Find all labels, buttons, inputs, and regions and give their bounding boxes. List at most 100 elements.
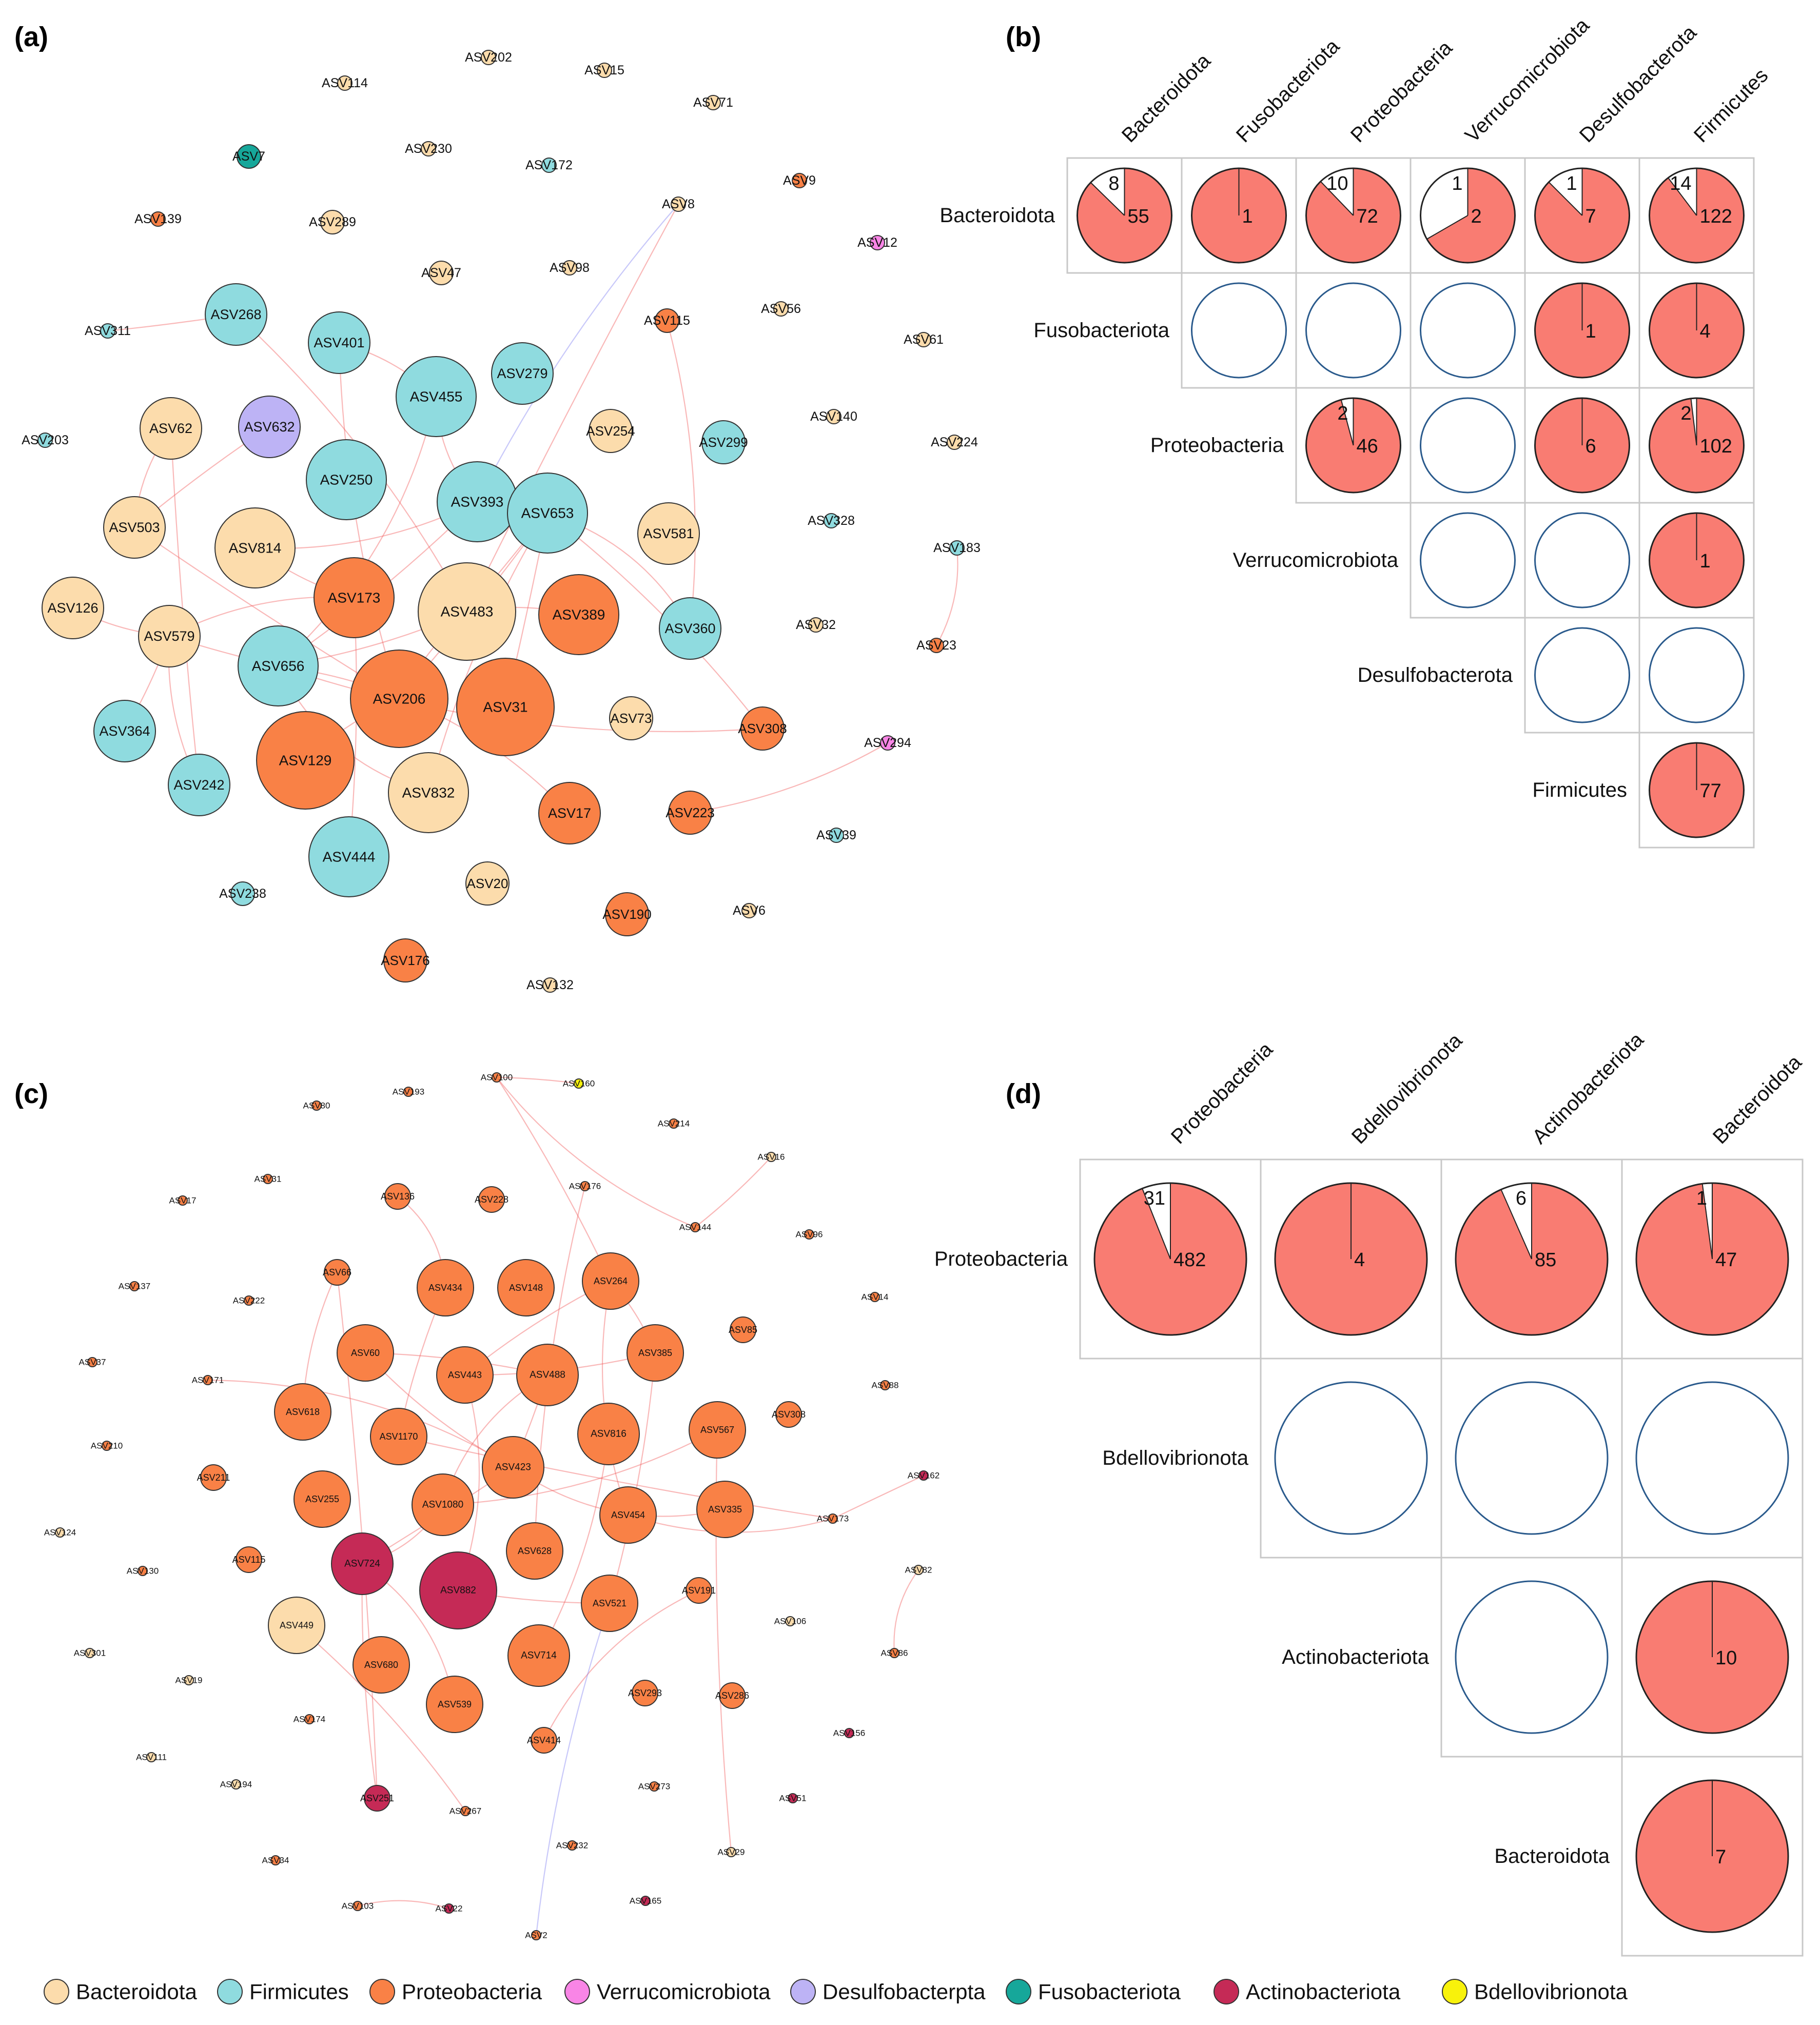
empty-circle — [1635, 1381, 1789, 1535]
node-asv254: ASV254 — [586, 409, 635, 453]
node-label: ASV1080 — [422, 1500, 463, 1510]
node-label: ASV136 — [381, 1191, 415, 1202]
positive-count: 72 — [1357, 206, 1378, 227]
node-label: ASV191 — [682, 1585, 716, 1596]
empty-circle — [1649, 627, 1745, 723]
node-circle — [497, 1259, 555, 1316]
node-asv273: ASV273 — [638, 1781, 670, 1792]
node-asv15: ASV15 — [584, 63, 624, 78]
positive-count: 6 — [1586, 436, 1596, 457]
legend-label: Proteobacteria — [402, 1980, 542, 2004]
row-label: Firmicutes — [1533, 779, 1627, 801]
node-circle — [184, 1675, 194, 1685]
node-circle — [577, 1403, 640, 1465]
node-circle — [785, 1616, 795, 1626]
matrix-cell — [1410, 387, 1526, 504]
node-circle — [230, 881, 255, 906]
node-asv238: ASV238 — [219, 881, 266, 906]
node-circle — [637, 502, 700, 565]
legend-item-verrucomicrobiota: Verrucomicrobiota — [564, 1979, 771, 2004]
node-label: ASV173 — [328, 590, 381, 606]
column-label: Verrucomicrobiota — [1461, 14, 1594, 147]
node-label: ASV37 — [79, 1358, 106, 1367]
node-circle — [238, 625, 319, 706]
node-asv19: ASV19 — [175, 1675, 202, 1685]
pie-outline — [1635, 1580, 1789, 1734]
node-circle — [417, 1259, 474, 1316]
node-label: ASV190 — [602, 907, 651, 922]
node-asv232: ASV232 — [556, 1840, 588, 1851]
node-asv423: ASV423 — [482, 1436, 544, 1499]
negative-edge — [477, 204, 679, 502]
node-circle — [103, 496, 166, 559]
pie-positive — [1649, 168, 1744, 263]
slice-divider — [1320, 181, 1354, 216]
node-asv206: ASV206 — [350, 650, 448, 748]
legend-swatch — [1214, 1979, 1239, 2004]
node-label: ASV15 — [584, 63, 624, 77]
positive-count: 55 — [1128, 206, 1149, 227]
node-label: ASV31 — [255, 1174, 282, 1184]
pie-outline — [1455, 1182, 1609, 1336]
legend-swatch — [44, 1979, 69, 2004]
node-asv160: ASV160 — [563, 1078, 595, 1089]
node-circle — [542, 977, 558, 993]
node-asv389: ASV389 — [538, 574, 619, 655]
node-label: ASV653 — [521, 505, 574, 521]
negative-count: 1 — [1566, 173, 1577, 194]
node-circle — [308, 816, 389, 897]
node-label: ASV8 — [662, 197, 695, 211]
empty-circle — [1274, 1381, 1428, 1535]
positive-edge — [170, 428, 200, 785]
node-asv653: ASV653 — [507, 473, 588, 554]
node-label: ASV17 — [548, 805, 591, 821]
node-asv32: ASV32 — [796, 617, 836, 633]
node-asv22: ASV22 — [436, 1903, 463, 1914]
node-circle — [492, 1072, 502, 1083]
node-label: ASV299 — [699, 435, 748, 450]
legend-swatch — [564, 1979, 590, 2004]
node-label: ASV360 — [664, 621, 715, 636]
column-label: Proteobacteria — [1167, 1038, 1278, 1149]
node-circle — [178, 1195, 188, 1206]
node-asv136: ASV136 — [381, 1183, 415, 1210]
node-circle — [412, 1473, 474, 1536]
legend-swatch — [790, 1979, 816, 2004]
positive-edge — [496, 1076, 579, 1085]
negative-count: 2 — [1337, 403, 1348, 424]
node-label: ASV203 — [22, 433, 69, 447]
node-asv503: ASV503 — [103, 496, 166, 559]
node-label: ASV22 — [436, 1904, 463, 1914]
slice-divider — [1500, 1189, 1532, 1260]
positive-count: 4 — [1354, 1249, 1365, 1271]
node-asv223: ASV223 — [666, 791, 715, 835]
node-label: ASV39 — [816, 828, 856, 842]
node-label: ASV206 — [373, 691, 426, 707]
node-asv73: ASV73 — [609, 696, 653, 740]
node-circle — [168, 754, 230, 816]
node-circle — [418, 562, 516, 661]
node-label: ASV171 — [192, 1375, 224, 1385]
node-circle — [538, 574, 619, 655]
node-asv139: ASV139 — [134, 211, 182, 227]
positive-edge — [538, 1433, 610, 1656]
node-asv455: ASV455 — [396, 356, 477, 437]
node-asv299: ASV299 — [699, 420, 748, 464]
positive-edge — [832, 1475, 924, 1519]
matrix-cell — [1440, 1557, 1623, 1758]
node-circle — [531, 1930, 541, 1940]
pie-outline — [1649, 397, 1745, 494]
node-asv60: ASV60 — [337, 1324, 394, 1382]
pie-outline — [1420, 167, 1516, 264]
node-label: ASV23 — [916, 638, 956, 653]
row-label: Proteobacteria — [1150, 434, 1284, 457]
node-asv6: ASV6 — [733, 903, 766, 918]
matrix-cell: 4 — [1638, 272, 1755, 389]
node-label: ASV115 — [644, 313, 690, 328]
node-label: ASV385 — [638, 1348, 672, 1358]
positive-edge — [666, 320, 696, 629]
node-circle — [880, 1380, 890, 1390]
positive-edge — [601, 1281, 629, 1516]
node-circle — [567, 1840, 577, 1851]
node-circle — [396, 356, 477, 437]
